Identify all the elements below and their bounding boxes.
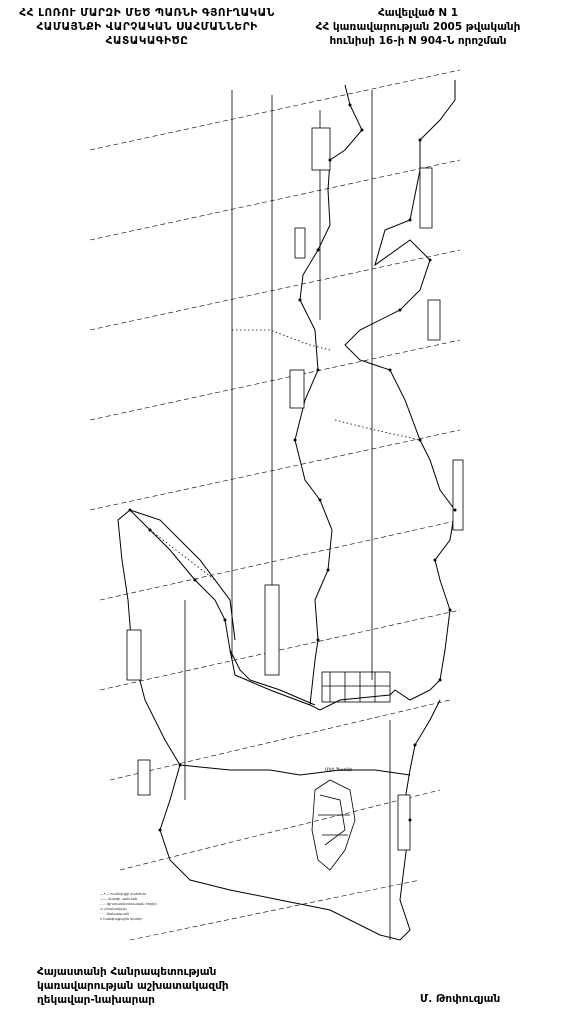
boundary-points <box>128 103 457 832</box>
legend-item: ═ հանգույցային կետեր <box>100 917 143 921</box>
signatory-line-2: կառավարության աշխատակազմի <box>37 980 229 992</box>
annex-number: Հավելված N 1 <box>377 7 459 19</box>
legend-item: ▭ բնակավայր <box>100 907 127 911</box>
signatory-title: Հայաստանի Հանրապետության կառավարության ա… <box>37 965 229 1007</box>
legend-item: · · · ճանապարհ <box>100 912 130 916</box>
legend-item: —— մարզի սահման <box>100 897 138 901</box>
map-title-line-2: ՀԱՄԱՅՆՔԻ ՎԱՐՉԱԿԱՆ ՍԱՀՄԱՆՆԵՐԻ <box>36 21 258 33</box>
map-legend: —•— համայնքի սահման —— մարզի սահման - - … <box>100 892 157 922</box>
settlement-area <box>311 671 391 871</box>
annex-line-2: ՀՀ կառավարության 2005 թվականի <box>315 21 521 33</box>
map-title: ՀՀ ԼՈՌՈՒ ՄԱՐԶԻ ՄԵԾ ՊԱՌՆԻ ԳՅՈՒՂԱԿԱՆ ՀԱՄԱՅ… <box>12 6 282 48</box>
signatory-name: Մ. Թոփուզյան <box>420 993 501 1005</box>
signatory-line-3: ղեկավար-նախարար <box>37 994 155 1006</box>
vertical-lines <box>184 90 391 940</box>
legend-item: —•— համայնքի սահման <box>100 892 146 896</box>
signatory-line-1: Հայաստանի Հանրապետության <box>37 966 217 978</box>
road-lines <box>149 329 421 601</box>
annex-line-3: հունիսի 16-ի N 904-Ն որոշման <box>329 35 507 47</box>
coordinate-tables <box>126 127 464 851</box>
legend-item: - - - գյուղատնտեսական հողեր <box>100 902 157 906</box>
map-title-line-1: ՀՀ ԼՈՌՈՒ ՄԱՐԶԻ ՄԵԾ ՊԱՌՆԻ ԳՅՈՒՂԱԿԱՆ <box>19 7 275 19</box>
settlement-label: Մեծ Պառնի <box>325 768 353 773</box>
map-title-line-3: ՀԱՏԱԿԱԳԻԾԸ <box>105 35 189 47</box>
annex-header: Հավելված N 1 ՀՀ կառավարության 2005 թվակա… <box>288 6 548 48</box>
grid-lines <box>89 69 461 941</box>
